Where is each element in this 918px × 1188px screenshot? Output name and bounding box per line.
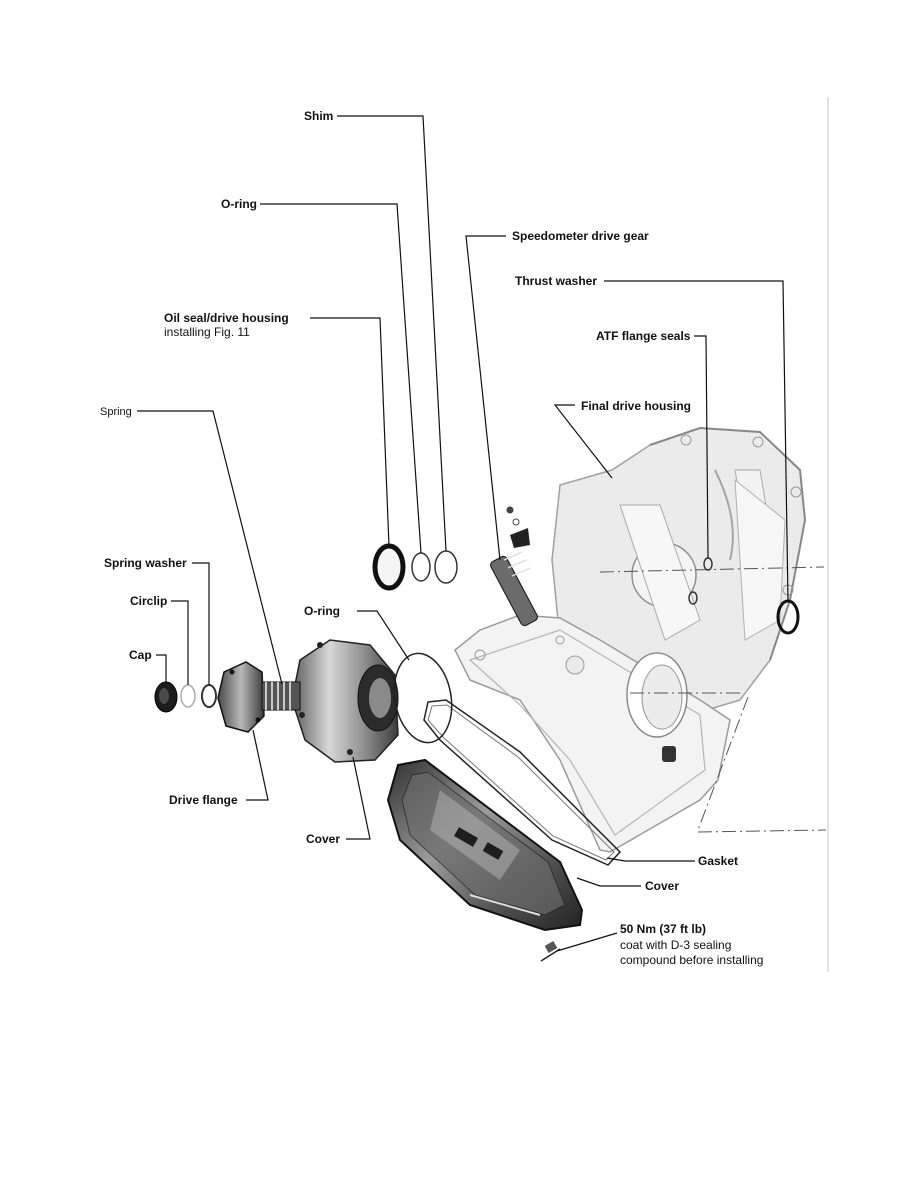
drive-flange — [217, 661, 301, 733]
label-thrust-washer: Thrust washer — [515, 274, 598, 288]
o-ring-small — [411, 552, 431, 582]
label-oil-seal-note: installing Fig. 11 — [164, 325, 250, 339]
circlip — [180, 684, 196, 708]
page-edge-divider — [827, 97, 829, 972]
spring-washer — [201, 684, 217, 708]
o-ring-cover — [393, 652, 453, 744]
label-torque: 50 Nm (37 ft lb) — [620, 922, 707, 936]
label-spring-washer: Spring washer — [104, 556, 187, 570]
speedometer-drive-gear — [490, 506, 538, 627]
leader-lines — [137, 115, 789, 952]
label-cover-left: Cover — [306, 832, 341, 846]
label-o-ring-mid: O-ring — [304, 604, 340, 618]
final-drive-housing — [454, 426, 827, 853]
gasket — [423, 699, 622, 866]
label-torque-note-1: coat with D-3 sealing — [620, 938, 732, 952]
oil-seal — [372, 543, 406, 591]
label-o-ring-top: O-ring — [221, 197, 257, 211]
label-speedometer-drive-gear: Speedometer drive gear — [512, 229, 649, 243]
atf-flange-seal-2 — [688, 591, 698, 605]
label-oil-seal-drive-housing: Oil seal/drive housing — [164, 311, 289, 325]
label-circlip: Circlip — [130, 594, 168, 608]
label-torque-note-2: compound before installing — [620, 953, 764, 967]
label-final-drive-housing: Final drive housing — [581, 399, 692, 413]
label-gasket: Gasket — [698, 854, 739, 868]
label-atf-flange-seals: ATF flange seals — [596, 329, 691, 343]
label-drive-flange: Drive flange — [169, 793, 238, 807]
shim — [434, 550, 458, 584]
label-cover-right: Cover — [645, 879, 680, 893]
drive-cover — [291, 639, 399, 763]
label-spring: Spring — [100, 406, 132, 418]
label-cap: Cap — [129, 648, 152, 662]
oil-pan-cover — [386, 758, 584, 932]
pan-bolt — [540, 941, 561, 962]
label-shim: Shim — [304, 109, 334, 123]
